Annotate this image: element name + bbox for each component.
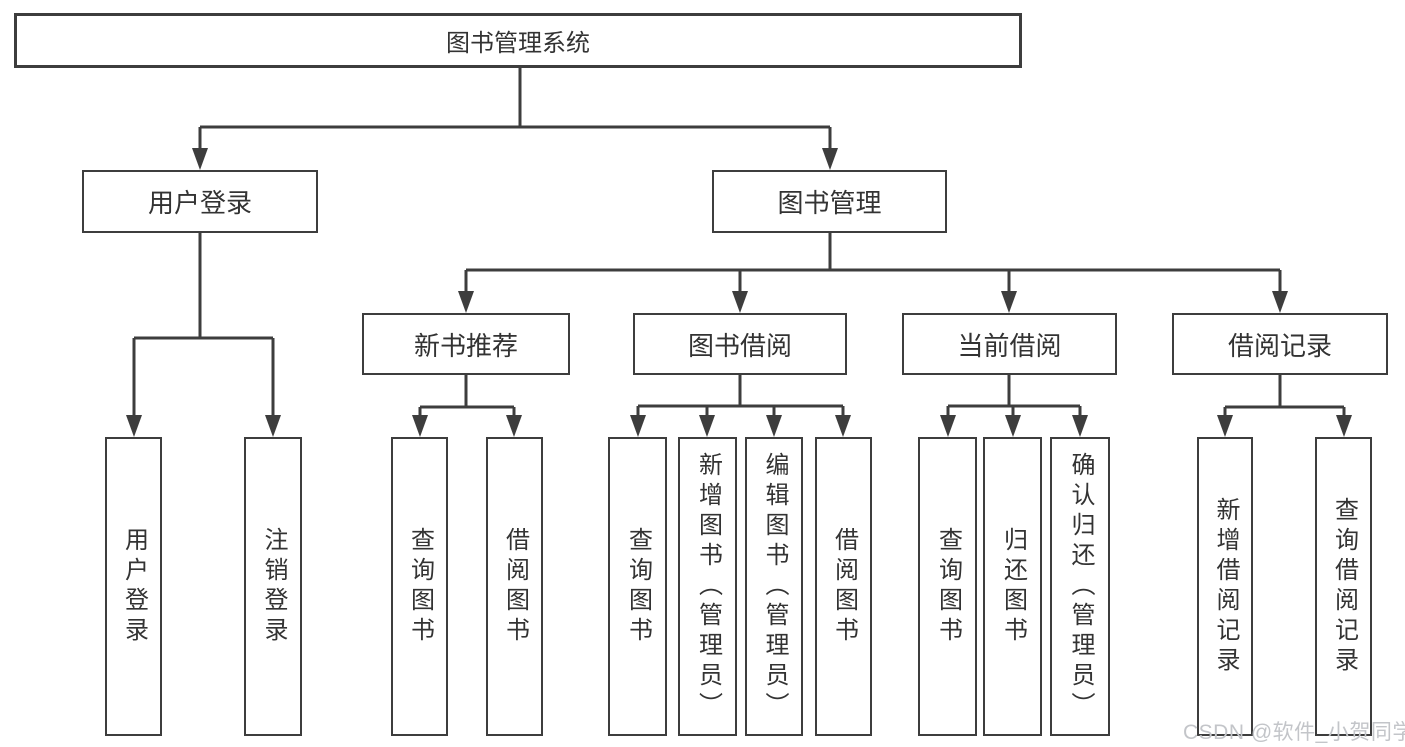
node-new-book-recommendation: 新书推荐 [362, 313, 570, 375]
leaf-borrowing-borrow-books: 借阅图书 [815, 437, 872, 736]
connector-paths [132, 68, 1346, 419]
leaf-records-query-borrow-record: 查询借阅记录 [1315, 437, 1372, 736]
node-book-borrowing: 图书借阅 [633, 313, 847, 375]
leaf-newbook-borrow-books: 借阅图书 [486, 437, 543, 736]
leaf-current-query-books: 查询图书 [918, 437, 977, 736]
leaf-borrowing-add-books-admin: 新增图书（管理员） [678, 437, 737, 736]
leaf-current-return-books: 归还图书 [983, 437, 1042, 736]
csdn-watermark: CSDN @软件_小贺同学 [1183, 721, 1405, 744]
leaf-borrowing-query-books: 查询图书 [608, 437, 667, 736]
leaf-current-confirm-return-admin: 确认归还（管理员） [1050, 437, 1110, 736]
node-borrowing-records: 借阅记录 [1172, 313, 1388, 375]
node-user-login: 用户登录 [82, 170, 318, 233]
leaf-logout-login: 注销登录 [244, 437, 302, 736]
node-library-management-system: 图书管理系统 [14, 13, 1022, 68]
leaf-borrowing-edit-books-admin: 编辑图书（管理员） [745, 437, 803, 736]
leaf-user-login: 用户登录 [105, 437, 162, 736]
leaf-newbook-query-books: 查询图书 [391, 437, 448, 736]
leaf-records-add-borrow-record: 新增借阅记录 [1197, 437, 1253, 736]
arrowheads [126, 148, 1352, 437]
node-book-management: 图书管理 [712, 170, 947, 233]
node-current-borrowing: 当前借阅 [902, 313, 1117, 375]
